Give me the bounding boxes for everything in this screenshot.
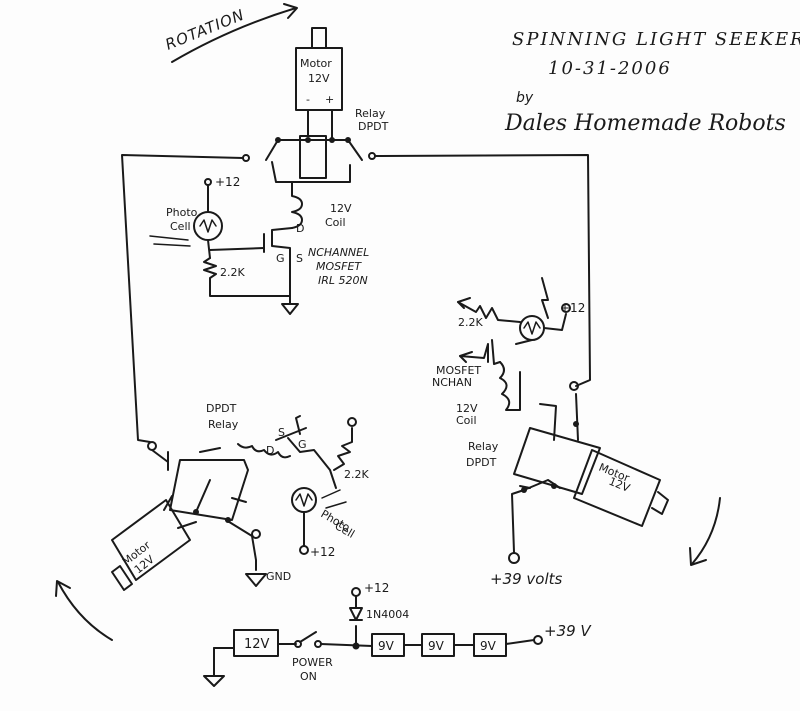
top-motor: Motor 12V - + bbox=[295, 27, 343, 111]
svg-text:+12: +12 bbox=[215, 175, 240, 189]
top-mosfet: D G S NCHANNEL MOSFET IRL 520N bbox=[209, 222, 369, 315]
top-relay: Relay DPDT bbox=[242, 107, 389, 183]
right-mosfet: MOSFET NCHAN bbox=[432, 339, 501, 389]
svg-text:MOSFET: MOSFET bbox=[436, 364, 481, 377]
svg-text:ON: ON bbox=[300, 670, 317, 683]
top-coil: 12V Coil bbox=[291, 181, 352, 229]
svg-text:2.2K: 2.2K bbox=[220, 266, 245, 279]
left-photocell: +12 Photo Cell bbox=[291, 487, 357, 559]
svg-text:12V: 12V bbox=[330, 202, 352, 215]
svg-text:DPDT: DPDT bbox=[466, 456, 497, 469]
svg-text:D: D bbox=[296, 222, 304, 235]
svg-text:DPDT: DPDT bbox=[206, 402, 237, 415]
svg-text:POWER: POWER bbox=[292, 656, 333, 669]
svg-text:+: + bbox=[325, 93, 334, 106]
svg-text:Cell: Cell bbox=[333, 519, 357, 541]
svg-text:G: G bbox=[276, 252, 285, 265]
svg-text:Motor: Motor bbox=[300, 57, 332, 70]
left-motor: Motor 12V bbox=[111, 495, 197, 591]
svg-text:DPDT: DPDT bbox=[358, 120, 389, 133]
svg-text:-: - bbox=[306, 93, 310, 106]
svg-text:+12: +12 bbox=[560, 301, 585, 315]
svg-text:D: D bbox=[266, 444, 274, 457]
svg-text:G: G bbox=[298, 438, 307, 451]
svg-text:GND: GND bbox=[266, 570, 291, 583]
right-motor: Motor 12V bbox=[573, 449, 669, 527]
diagram-title: SPINNING LIGHT SEEKER bbox=[512, 29, 800, 50]
svg-text:12V: 12V bbox=[244, 637, 270, 652]
svg-text:9V: 9V bbox=[428, 639, 445, 653]
left-relay: DPDT Relay GND bbox=[147, 402, 291, 587]
power-switch-icon bbox=[299, 631, 317, 643]
svg-text:NCHANNEL: NCHANNEL bbox=[308, 246, 369, 259]
svg-text:12V: 12V bbox=[308, 72, 330, 85]
svg-text:S: S bbox=[296, 252, 303, 265]
rotation-arrow-right-icon bbox=[689, 497, 721, 566]
diagram-date: 10-31-2006 bbox=[548, 58, 672, 79]
svg-text:Relay: Relay bbox=[355, 107, 386, 120]
svg-text:Photo: Photo bbox=[166, 206, 198, 219]
svg-text:NCHAN: NCHAN bbox=[432, 376, 472, 389]
right-relay: Relay DPDT +39 volts bbox=[466, 381, 601, 588]
rotation-arrow-left-icon bbox=[55, 580, 113, 641]
svg-text:Relay: Relay bbox=[208, 418, 239, 431]
svg-text:1N4004: 1N4004 bbox=[366, 608, 409, 621]
svg-text:Cell: Cell bbox=[170, 220, 191, 233]
svg-text:Relay: Relay bbox=[468, 440, 499, 453]
svg-text:+39 volts: +39 volts bbox=[490, 570, 563, 588]
top-wiring bbox=[121, 154, 591, 443]
svg-text:2.2K: 2.2K bbox=[458, 316, 483, 329]
svg-text:MOSFET: MOSFET bbox=[316, 260, 362, 273]
svg-text:12V: 12V bbox=[456, 402, 478, 415]
svg-text:Coil: Coil bbox=[456, 414, 477, 427]
svg-text:Coil: Coil bbox=[325, 216, 346, 229]
svg-text:+12: +12 bbox=[364, 581, 389, 595]
by-label: by bbox=[516, 90, 534, 106]
right-coil: 12V Coil bbox=[456, 361, 521, 427]
svg-text:9V: 9V bbox=[378, 639, 395, 653]
svg-text:+39 V: +39 V bbox=[544, 622, 592, 640]
battery-9v-3 bbox=[473, 633, 507, 657]
right-photocell: 2.2K +12 bbox=[457, 277, 585, 345]
top-photocell: +12 Photo Cell 2.2K bbox=[149, 175, 291, 297]
svg-text:9V: 9V bbox=[480, 639, 497, 653]
power-supply: 12V POWER ON +12 1N4004 9V 9V 9V +39 V bbox=[203, 581, 592, 687]
rotation-arrow-icon bbox=[171, 7, 297, 63]
svg-text:S: S bbox=[278, 426, 285, 439]
author-name: Dales Homemade Robots bbox=[504, 111, 786, 136]
svg-text:+12: +12 bbox=[310, 545, 335, 559]
rotation-label: ROTATION bbox=[163, 3, 298, 63]
svg-text:2.2K: 2.2K bbox=[344, 468, 369, 481]
left-coil-mosfet: S D G 2.2K bbox=[237, 415, 369, 489]
svg-text:IRL 520N: IRL 520N bbox=[318, 274, 368, 287]
